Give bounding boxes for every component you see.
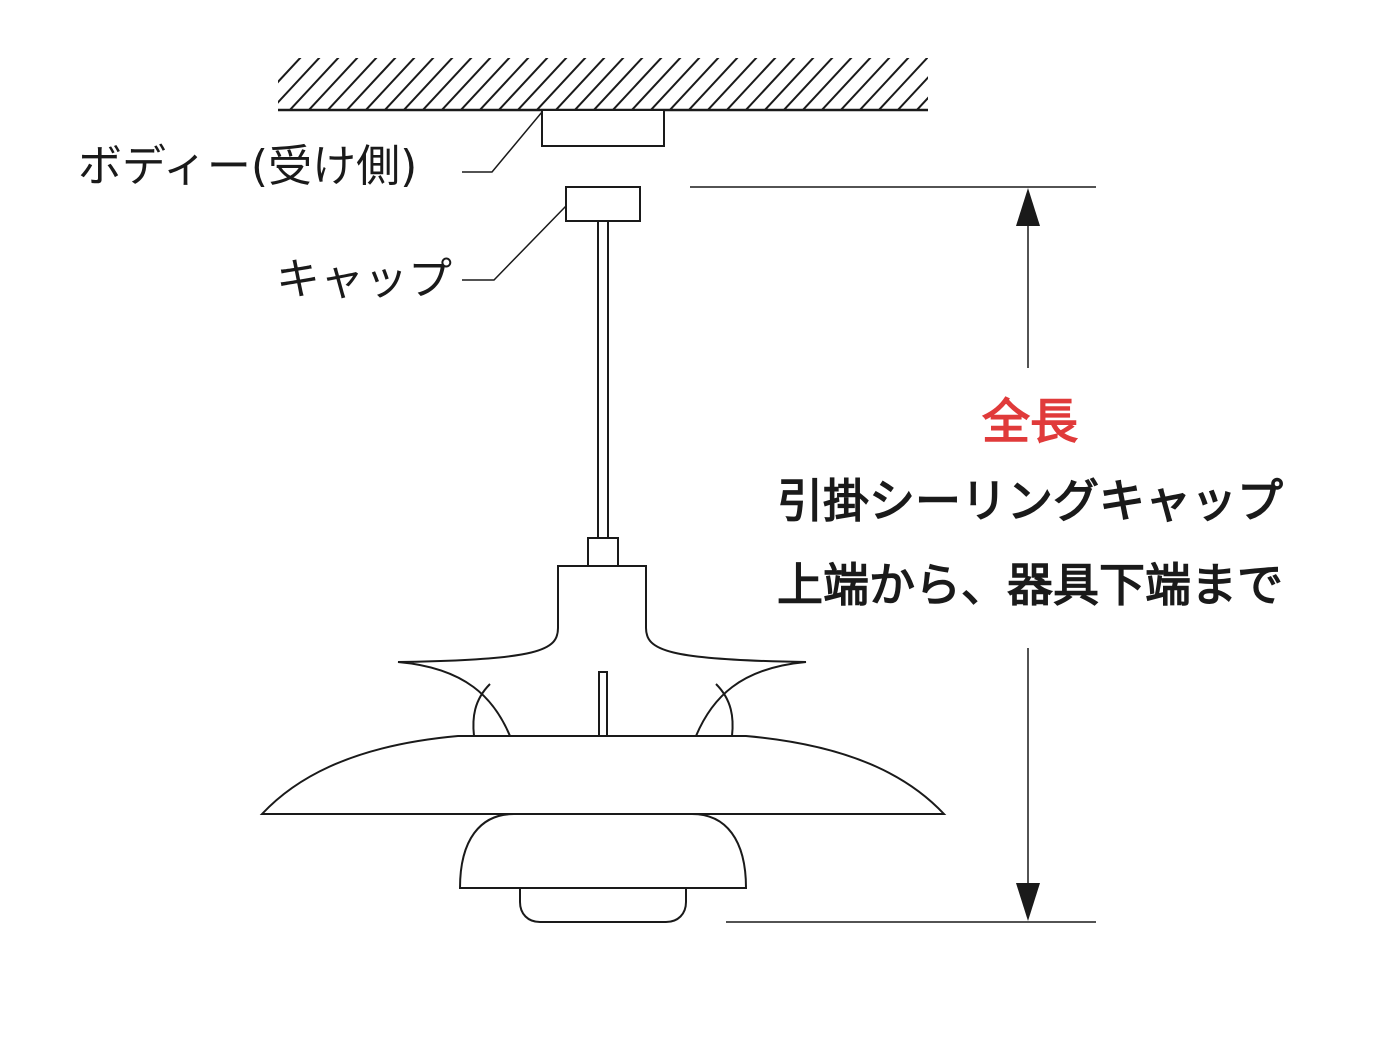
overall-length-title: 全長: [981, 394, 1078, 450]
hatch-stroke: [402, 58, 454, 110]
hatch-stroke: [554, 58, 606, 110]
hatch-stroke: [915, 96, 928, 110]
hatch-stroke: [687, 58, 739, 110]
hatch-stroke: [278, 58, 302, 84]
hatch-stroke: [497, 58, 549, 110]
hatch-stroke: [345, 58, 397, 110]
hatch-stroke: [744, 58, 796, 110]
hatch-stroke: [592, 58, 644, 110]
cord-grip: [587, 537, 619, 569]
hatch-stroke: [953, 56, 1005, 112]
hatch-stroke: [288, 58, 340, 110]
hatch-stroke: [782, 58, 834, 110]
hatch-stroke: [611, 58, 663, 110]
bottom-shade: [458, 813, 748, 889]
arrow-down-icon: [1016, 883, 1040, 921]
dimension-lines: [690, 186, 1096, 923]
cord: [597, 221, 609, 540]
hatch-stroke: [820, 58, 872, 110]
hatch-stroke: [478, 58, 530, 110]
ceiling-cap: [565, 186, 641, 222]
arrow-up-icon: [1016, 188, 1040, 226]
hatch-stroke: [278, 58, 321, 104]
hatch-stroke: [421, 58, 473, 110]
hatch-stroke: [383, 58, 435, 110]
bottom-bowl: [519, 887, 687, 923]
hatch-stroke: [307, 58, 359, 110]
hatch-stroke: [440, 58, 492, 110]
body-label: ボディー(受け側): [78, 141, 418, 192]
left-strut: [472, 683, 491, 737]
hatch-stroke: [763, 58, 815, 110]
hatch-stroke: [801, 58, 853, 110]
ceiling-hatching: [278, 56, 1024, 112]
center-rod: [598, 671, 608, 737]
hatch-stroke: [326, 58, 378, 110]
cap-label: キャップ: [276, 254, 452, 305]
middle-shade: [259, 735, 947, 815]
hatch-stroke: [934, 56, 986, 112]
hatch-stroke: [972, 56, 1024, 112]
hatch-stroke: [858, 58, 910, 110]
hatch-stroke: [573, 58, 625, 110]
hatch-stroke: [877, 58, 928, 110]
dimension-description-line-1: 引掛シーリングキャップ: [777, 474, 1283, 528]
hatch-stroke: [896, 76, 928, 110]
lamp-shade: [259, 537, 947, 923]
body-leader-line: [462, 111, 543, 173]
hatch-stroke: [839, 58, 891, 110]
cap-leader-line: [462, 205, 567, 281]
hatch-stroke: [516, 58, 568, 110]
hatch-stroke: [535, 58, 587, 110]
dimension-description-line-2: 上端から、器具下端まで: [777, 558, 1283, 612]
hatch-stroke: [706, 58, 758, 110]
hatch-stroke: [364, 58, 416, 110]
hatch-stroke: [459, 58, 511, 110]
hatch-stroke: [725, 58, 777, 110]
hatch-stroke: [649, 58, 701, 110]
hatch-stroke: [668, 58, 720, 110]
body-receptacle: [541, 109, 665, 147]
hatch-stroke: [630, 58, 682, 110]
right-strut: [715, 683, 734, 737]
ceiling: [278, 56, 1024, 112]
